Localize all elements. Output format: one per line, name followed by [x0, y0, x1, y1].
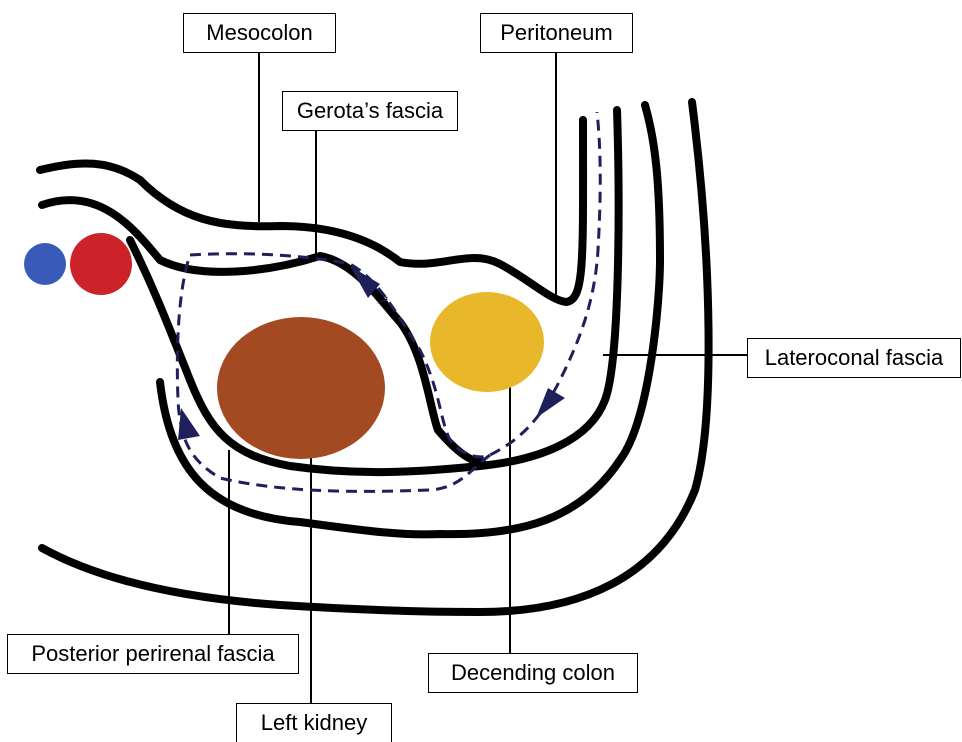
label-mesocolon: Mesocolon [183, 13, 336, 53]
arrow-left-head [178, 408, 200, 440]
label-descending-colon: Decending colon [428, 653, 638, 693]
descending-colon-shape [430, 292, 544, 392]
red-vessel [70, 233, 132, 295]
label-lateroconal-fascia: Lateroconal fascia [747, 338, 961, 378]
label-posterior-perirenal-fascia: Posterior perirenal fascia [7, 634, 299, 674]
label-left-kidney: Left kidney [236, 703, 392, 742]
label-peritoneum: Peritoneum [480, 13, 633, 53]
left-kidney-shape [217, 317, 385, 459]
blue-vessel [24, 243, 66, 285]
arrow-right-head [536, 388, 565, 418]
label-gerotas-fascia: Gerota’s fascia [282, 91, 458, 131]
